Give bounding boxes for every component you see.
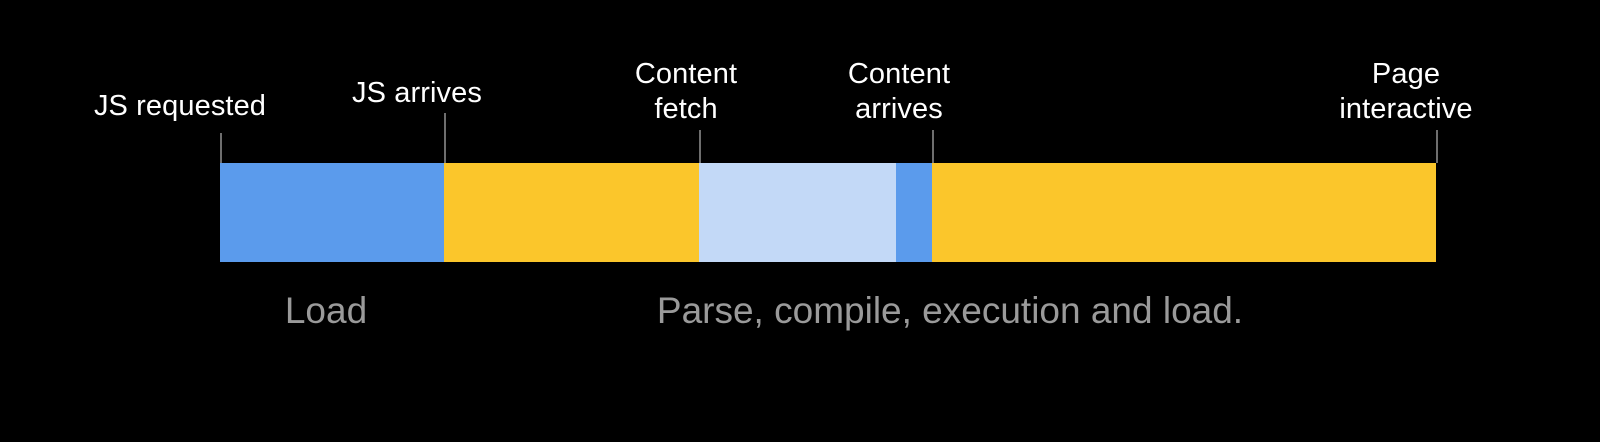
marker-label-line2: arrives <box>855 93 943 125</box>
leader-line-content-fetch <box>699 130 701 163</box>
marker-label-js-arrives: JS arrives <box>352 76 482 111</box>
bar-segment-parse-compile <box>444 163 699 262</box>
bar-segment-load-network <box>220 163 444 262</box>
leader-line-content-arrives <box>932 130 934 163</box>
caption-load: Load <box>284 290 368 331</box>
caption-parse: Parse, compile, execution and load. <box>656 290 1244 331</box>
marker-label-line1: JS requested <box>93 90 267 122</box>
marker-label-line1: Content <box>847 58 951 90</box>
bar-segment-content-download <box>896 163 932 262</box>
marker-label-line2: interactive <box>1339 93 1473 125</box>
marker-label-line1: JS arrives <box>352 77 482 109</box>
bar-segment-content-wait <box>699 163 896 262</box>
marker-label-line1: Content <box>634 58 738 90</box>
leader-line-page-interactive <box>1436 130 1438 163</box>
marker-label-line1: Page <box>1371 58 1441 90</box>
leader-line-js-arrives <box>444 113 446 163</box>
marker-label-line2: fetch <box>654 93 718 125</box>
timeline-bar <box>220 163 1436 262</box>
marker-label-js-requested: JS requested <box>94 89 266 124</box>
leader-line-js-requested <box>220 133 222 163</box>
bar-segment-execution-load <box>932 163 1436 262</box>
